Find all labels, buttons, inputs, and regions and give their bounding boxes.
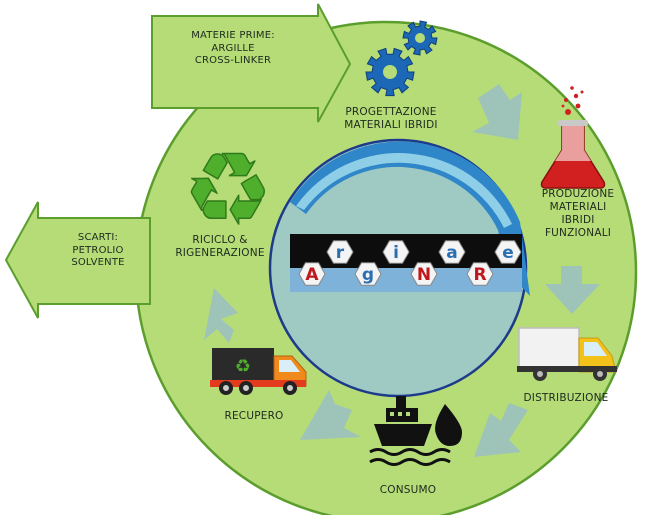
stage-recycling-label: RICICLO & RIGENERAZIONE: [158, 234, 282, 260]
stage-consumption-label: CONSUMO: [360, 484, 456, 497]
flask-icon: [540, 86, 606, 189]
stage-line: PROGETTAZIONE: [345, 106, 437, 118]
stage-line: FUNZIONALI: [544, 227, 612, 240]
stage-line: MATERIALI: [549, 201, 607, 214]
logo-letter: r: [336, 243, 345, 263]
logo-hexagon: [354, 262, 382, 286]
gear-hole: [415, 33, 425, 43]
logo-hexagon: [410, 262, 438, 286]
input-item: CROSS-LINKER: [194, 55, 272, 66]
logo-letter: e: [502, 243, 514, 263]
input-arrow: [151, 3, 352, 123]
logo-letter: i: [393, 243, 399, 263]
gears-icon: [365, 20, 438, 97]
logo-hexagon: [382, 240, 410, 264]
stage-distribution-label: DISTRIBUZIONE: [504, 392, 628, 405]
gear-hole: [383, 65, 397, 79]
output-label: SCARTI: PETROLIO SOLVENTE: [52, 232, 144, 270]
recycling-truck-icon: ♻: [210, 348, 307, 395]
stage-recovery-label: RECUPERO: [206, 410, 302, 423]
stage-line: DISTRIBUZIONE: [523, 392, 609, 404]
cycle-arrow-consumption-to-recovery: [300, 390, 361, 440]
recycle-icon: ♻: [182, 130, 273, 249]
stage-line: RECUPERO: [224, 410, 284, 422]
logo-hexagon: [438, 240, 466, 264]
stage-line: IBRIDI: [561, 214, 595, 227]
output-item: PETROLIO: [72, 244, 124, 256]
output-title: SCARTI:: [77, 232, 119, 243]
logo-letter: N: [417, 265, 431, 285]
logo-hexagon: [298, 262, 326, 286]
cycle-arrow-distribution-to-consumption: [474, 403, 528, 457]
center-arc-highlight: [296, 153, 512, 228]
output-item: SOLVENTE: [71, 257, 125, 268]
logo-hexagon: [466, 262, 494, 286]
input-title: MATERIE PRIME:: [191, 30, 275, 41]
input-item: ARGILLE: [211, 42, 255, 54]
logo-letter: A: [305, 265, 319, 285]
logo-letter: R: [473, 265, 486, 285]
delivery-truck-icon: [517, 327, 617, 381]
stage-production-label: PRODUZIONE MATERIALI IBRIDI FUNZIONALI: [528, 188, 628, 241]
input-label: MATERIE PRIME: ARGILLE CROSS-LINKER: [158, 30, 308, 68]
stage-line: MATERIALI IBRIDI: [344, 119, 438, 132]
ship-oil-icon: [369, 396, 462, 466]
stage-line: RICICLO &: [192, 234, 248, 246]
logo-letter: g: [362, 265, 374, 285]
stage-design-label: PROGETTAZIONE MATERIALI IBRIDI: [326, 106, 456, 132]
svg-text:♻: ♻: [183, 131, 273, 248]
cycle-arrow-design-to-production: [472, 84, 522, 140]
stage-line: RIGENERAZIONE: [175, 247, 265, 260]
logo-letter: a: [446, 243, 457, 263]
stage-line: CONSUMO: [379, 484, 437, 496]
output-arrow: [4, 201, 151, 319]
cycle-arrow-recovery-to-recycling: [204, 288, 238, 343]
logo-hexagon: [494, 240, 522, 264]
cycle-arrow-production-to-distribution: [545, 266, 600, 314]
logo-hexagon: [326, 240, 354, 264]
svg-text:♻: ♻: [235, 356, 251, 377]
stage-line: PRODUZIONE: [541, 188, 615, 200]
